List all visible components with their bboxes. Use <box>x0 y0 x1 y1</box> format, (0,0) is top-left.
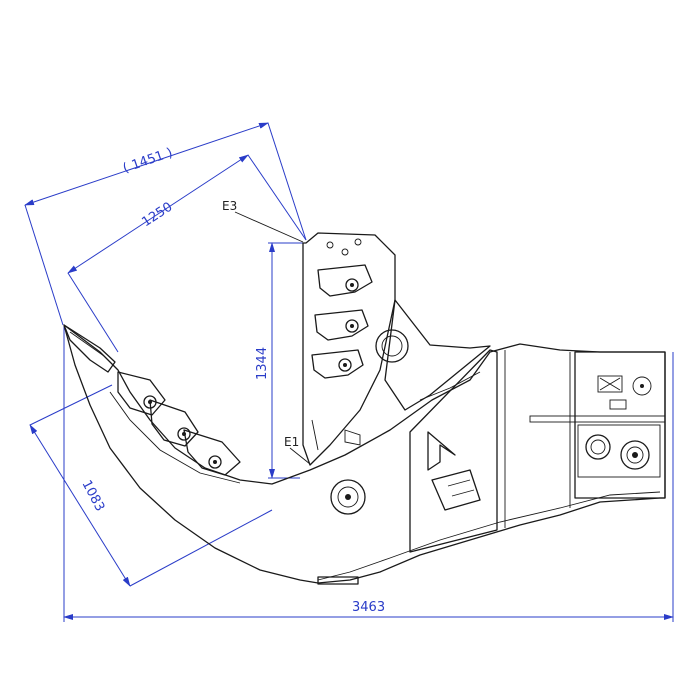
lower-jaw-tip <box>63 324 241 476</box>
dimension-overall-diagonal-text: ( 1451 ) <box>121 145 175 176</box>
dimension-overall-length: 3463 <box>63 325 674 622</box>
dimension-jaw-height-text: 1344 <box>255 347 270 380</box>
dimension-overall-length-text: 3463 <box>352 600 385 615</box>
dimension-jaw-diagonal-text: 1250 <box>139 200 175 231</box>
upper-jaw-teeth <box>311 264 373 379</box>
crusher-body <box>63 299 666 585</box>
lower-jaw-teeth <box>117 371 241 476</box>
dimension-jaw-diagonal: 1250 <box>67 154 307 353</box>
dimension-tooth-depth-text: 1083 <box>78 478 107 514</box>
point-label-e1: E1 <box>284 435 311 465</box>
svg-text:E1: E1 <box>284 435 299 449</box>
point-label-e3: E3 <box>222 199 304 243</box>
brand-logo <box>427 431 481 511</box>
svg-text:E3: E3 <box>222 199 237 213</box>
dimension-overall-diagonal: ( 1451 ) <box>24 122 307 326</box>
upper-jaw <box>302 232 396 466</box>
dimension-jaw-height: 1344 <box>255 242 306 479</box>
